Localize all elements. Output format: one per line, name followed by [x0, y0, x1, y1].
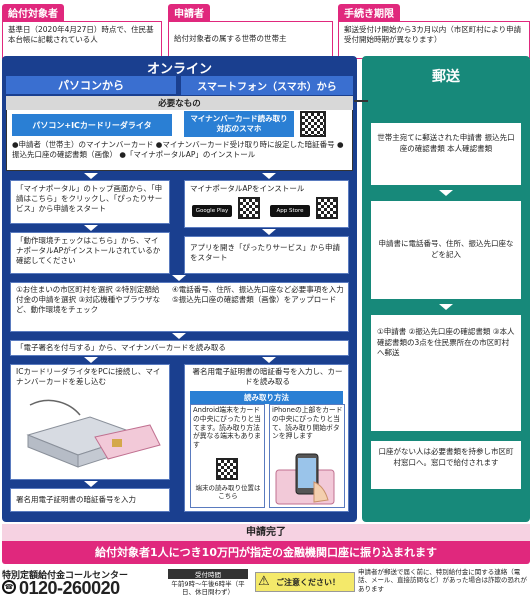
arrow-down-icon: [262, 357, 276, 363]
caution-text: 申請者が郵送で届く前に、特別給付金に関する連絡（電話、メール、直接訪問など）があ…: [358, 568, 527, 593]
deadline-section: 手続き期限 郵送受付け開始から3カ月以内（市区町村により申請受付開始時期が異なり…: [338, 2, 530, 59]
sp-step1: マイナポータルAPをインストール: [190, 184, 305, 193]
mail-step2: 申請書に電話番号、住所、振込先口座などを記入: [370, 200, 522, 300]
pc-pin: 署名用電子証明書の暗証番号を入力: [10, 488, 170, 512]
arrow-down-icon: [262, 173, 276, 179]
arrow-down-icon: [439, 190, 453, 196]
arrow-down-icon: [172, 333, 186, 339]
google-play-badge[interactable]: Google Play: [192, 205, 232, 217]
arrow-down-icon: [84, 357, 98, 363]
android-box: [190, 404, 265, 508]
connector-line: [354, 100, 368, 102]
complete-title: 申請完了: [2, 524, 530, 541]
mail-step1: 世帯主宛てに郵送された申請書 振込先口座の確認書類 本人確認書類: [370, 122, 522, 186]
arrow-down-icon: [84, 481, 98, 487]
qr-code-icon: [300, 111, 326, 137]
eligible-text: 基準日（2020年4月27日）時点で、住民基本台帳に記載されている人: [2, 21, 162, 59]
sp-required: マイナンバーカード読み取り対応のスマホ: [184, 111, 294, 137]
read-method-title: 読み取り方法: [190, 391, 343, 404]
phone-number[interactable]: 0120-260020: [19, 578, 120, 598]
sign-step: 「電子署名を付与する」から、マイナンバーカードを読み取る: [10, 340, 349, 356]
arrow-down-icon: [172, 275, 186, 281]
qr-caption: 端末の読み取り位置はこちら: [195, 484, 261, 501]
hours-text: 午前9時〜午後6時半（平日、休日問わず）: [171, 580, 245, 597]
qr-code-icon: [238, 197, 260, 219]
applicant-title: 申請者: [168, 4, 210, 21]
deadline-title: 手続き期限: [338, 4, 400, 21]
eligible-title: 給付対象者: [2, 4, 64, 21]
arrow-down-icon: [439, 304, 453, 310]
warning-icon: ⚠: [258, 574, 270, 589]
hours-title: 受付時間: [168, 569, 248, 579]
common-right: ④電話番号、住所、振込先口座など必要事項を入力 ⑤振込先口座の確認書類（画像）を…: [172, 285, 344, 305]
qr-code-icon: [316, 197, 338, 219]
caution-title: ご注意ください！: [276, 578, 340, 587]
complete-message: 給付対象者1人につき10万円が指定の金融機関口座に振り込まれます: [95, 546, 437, 559]
pc-reader: ICカードリーダライタをPCに接続し、マイナンバーカードを差し込む: [16, 367, 161, 387]
common-left: ①お住まいの市区町村を選択 ②特別定額給付金の申請を選択 ③対応機種やブラウザな…: [16, 285, 161, 315]
android-text: Android端末をカードの中央にぴったりと当てます。読み取り方法が異なる端末も…: [193, 406, 261, 450]
qr-code-icon: [216, 458, 238, 480]
sp-title: スマートフォン（スマホ）から: [181, 76, 353, 95]
pc-step1: 「マイナポータル」のトップ画面から、「申請はこちら」をクリックし、「ぴったりサー…: [10, 180, 170, 224]
phone-card-illustration: [275, 453, 335, 505]
arrow-down-icon: [84, 225, 98, 231]
app-store-badge[interactable]: App Store: [270, 205, 310, 217]
applicant-section: 申請者 給付対象者の属する世帯の世帯主: [168, 2, 333, 59]
applicant-text: 給付対象者の属する世帯の世帯主: [168, 21, 333, 59]
arrow-down-icon: [84, 173, 98, 179]
arrow-down-icon: [262, 229, 276, 235]
eligible-section: 給付対象者 基準日（2020年4月27日）時点で、住民基本台帳に記載されている人: [2, 2, 162, 59]
online-title: オンライン: [146, 62, 212, 77]
sp-step2: アプリを開き「ぴったりサービス」から申請をスタート: [184, 236, 349, 274]
deadline-text: 郵送受付け開始から3カ月以内（市区町村により申請受付開始時期が異なります）: [338, 21, 530, 59]
card-reader-illustration: [26, 399, 161, 468]
pc-title: パソコンから: [6, 76, 176, 94]
call-center-name: 特別定額給付金コールセンター: [2, 571, 129, 581]
mail-title: 郵送: [432, 69, 460, 85]
sp-reader: 署名用電子証明書の暗証番号を入力し、カードを読み取る: [192, 367, 343, 387]
mail-step3: ①申請書 ②振込先口座の確認書類 ③本人確認書類の3点を住民票所在の市区町村へ郵…: [370, 314, 522, 432]
pc-required: パソコン+ICカードリーダライタ: [12, 114, 172, 136]
required-title: 必要なもの: [6, 96, 353, 110]
iphone-text: iPhoneの上部をカードの中央にぴったりと当て、読み取り開始ボタンを押します: [272, 406, 343, 441]
pc-step2: 「動作環境チェックはこちら」から、マイナポータルAPがインストールされているか確…: [10, 232, 170, 274]
common-steps-box: [10, 282, 349, 332]
phone-icon: ☎: [2, 580, 16, 594]
caution-box: [255, 572, 355, 592]
required-items: ●申請者（世帯主）のマイナンバーカード ●マイナンバーカード受け取り時に設定した…: [12, 140, 344, 160]
mail-note: 口座がない人は必要書類を持参し市区町村窓口へ。窓口で給付されます: [370, 440, 522, 490]
